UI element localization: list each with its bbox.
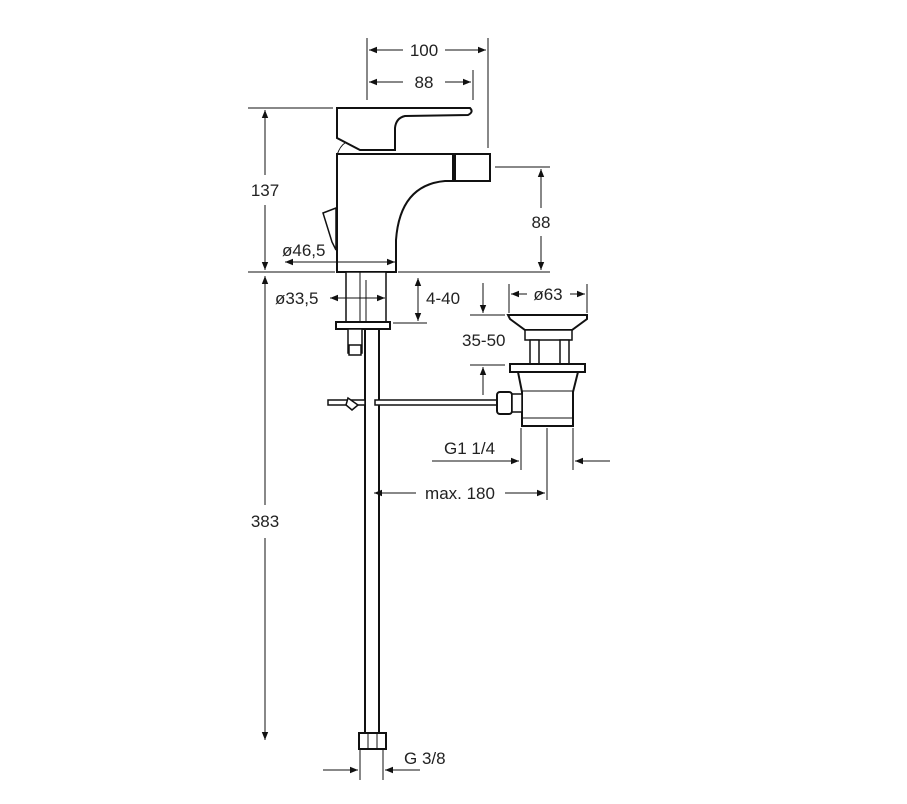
faucet-body xyxy=(322,107,491,356)
dim-height: 137 xyxy=(251,181,279,200)
dim-connection-thread: G 3/8 xyxy=(404,749,446,768)
dim-waste-range: 35-50 xyxy=(462,331,505,350)
waste-fitting xyxy=(496,314,588,427)
dim-total-depth: 100 xyxy=(410,41,438,60)
dim-rod-length: max. 180 xyxy=(425,484,495,503)
dim-waste-diameter: ø63 xyxy=(533,285,562,304)
extension-lines xyxy=(248,38,588,780)
hose-nut xyxy=(358,732,387,750)
dim-lever-depth: 88 xyxy=(415,73,434,92)
hose-and-rod xyxy=(327,328,499,750)
pop-up-lever xyxy=(322,206,337,251)
dim-deck-thickness: 4-40 xyxy=(426,289,460,308)
dimension-arrows xyxy=(261,46,610,774)
mounting-plate xyxy=(335,321,391,330)
dim-hose-length: 383 xyxy=(251,512,279,531)
dim-spout-height: 88 xyxy=(532,213,551,232)
dim-waste-thread: G1 1/4 xyxy=(444,439,495,458)
dim-body-diameter: ø46,5 xyxy=(282,241,325,260)
dim-shank-diameter: ø33,5 xyxy=(275,289,318,308)
